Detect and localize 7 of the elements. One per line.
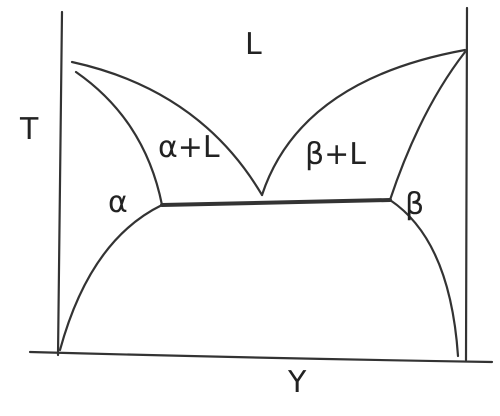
region-label: α xyxy=(108,188,128,218)
region-label: L xyxy=(245,30,262,60)
region-label: β+L xyxy=(305,140,366,170)
region-label: α+L xyxy=(158,133,220,163)
axis-label: Y xyxy=(288,368,306,398)
region-label: β xyxy=(405,190,424,220)
axis-label: T xyxy=(20,115,38,145)
